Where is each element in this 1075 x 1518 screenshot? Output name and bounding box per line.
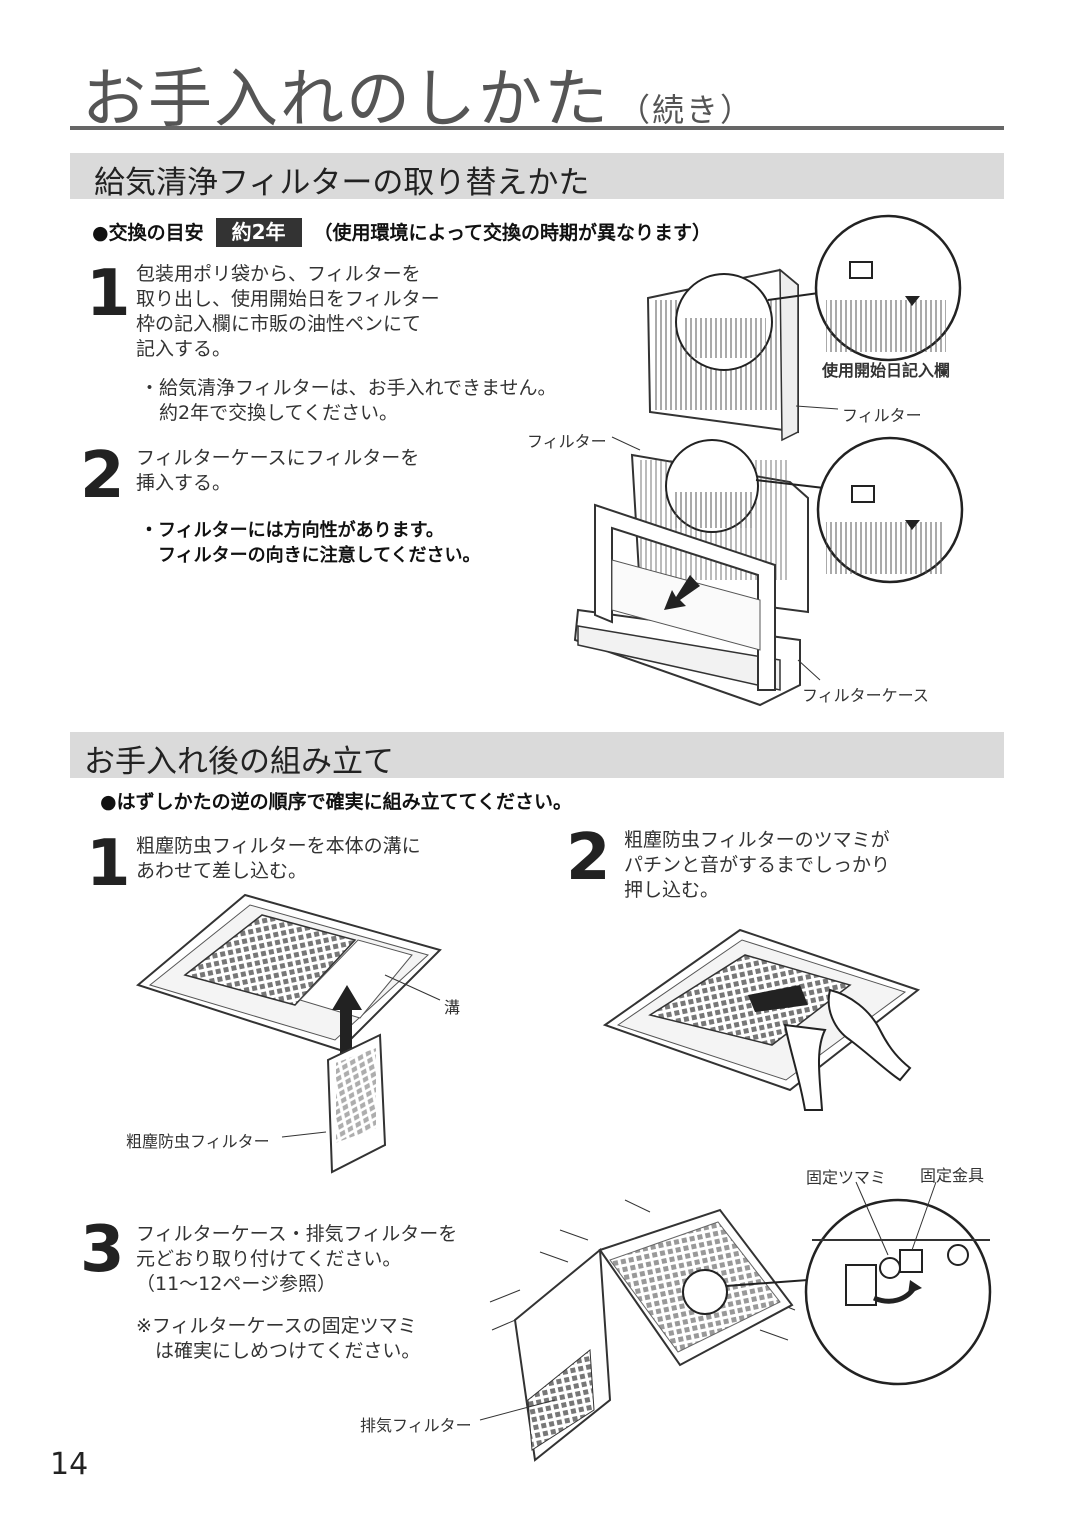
- label-knob: 固定ツマミ: [806, 1168, 887, 1187]
- step-text: 包装用ポリ袋から、フィルターを 取り出し、使用開始日をフィルター 枠の記入欄に市…: [136, 263, 440, 360]
- step-number: 3: [80, 1213, 125, 1287]
- page-title: お手入れのしかた（続き）: [82, 63, 755, 137]
- step-note: ・フィルターには方向性があります。 フィルターの向きに注意してください。: [140, 520, 481, 566]
- page-number: 14: [50, 1447, 89, 1482]
- replacement-guide: ●交換の目安約2年（使用環境によって交換の時期が異なります）: [92, 218, 711, 247]
- section-heading-filter-replacement: 給気清浄フィルターの取り替えかた: [70, 153, 1004, 201]
- reassembly-intro: ●はずしかたの逆の順序で確実に組み立ててください。: [100, 791, 573, 813]
- label-filter-case: フィルターケース: [802, 686, 929, 705]
- step-text: フィルターケースにフィルターを 挿入する。: [136, 447, 420, 494]
- label-bracket: 固定金具: [920, 1166, 985, 1185]
- label-exhaust-filter: 排気フィルター: [360, 1416, 472, 1435]
- label-groove: 溝: [444, 998, 461, 1017]
- step-number: 2: [566, 821, 611, 895]
- label-coarse-filter: 粗塵防虫フィルター: [126, 1132, 270, 1151]
- step-number: 2: [80, 439, 125, 513]
- title-rule: [70, 126, 1004, 130]
- label-filter-right: フィルター: [842, 406, 922, 425]
- page-title-suffix: （続き）: [618, 91, 755, 129]
- step-text: フィルターケース・排気フィルターを 元どおり取り付けてください。 （11～12ペ…: [136, 1223, 458, 1295]
- replacement-badge: 約2年: [215, 218, 302, 247]
- step-number: 1: [86, 827, 131, 901]
- step-number: 1: [86, 257, 131, 331]
- step-text: 粗塵防虫フィルターを本体の溝に あわせて差し込む。: [136, 835, 421, 882]
- step-note: ・給気清浄フィルターは、お手入れできません。 約2年で交換してください。: [140, 377, 557, 424]
- label-filter-left: フィルター: [527, 432, 607, 451]
- step-text: 粗塵防虫フィルターのツマミが パチンと音がするまでしっかり 押し込む。: [624, 829, 891, 901]
- label-date-field: 使用開始日記入欄: [822, 361, 951, 380]
- section-heading-reassembly: お手入れ後の組み立て: [70, 732, 1004, 780]
- step-note: ※フィルターケースの固定ツマミ は確実にしめつけてください。: [136, 1315, 421, 1362]
